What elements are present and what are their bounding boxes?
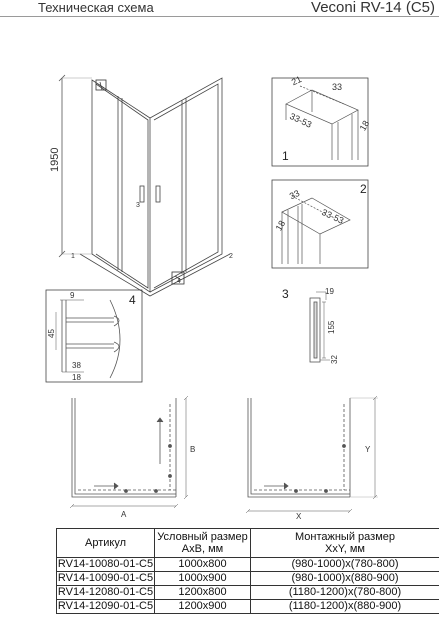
table-row: RV14-10090-01-C5 1000x900 (980-1000)x(88… bbox=[56, 571, 439, 586]
nominal-size-cell: 1200x900 bbox=[154, 599, 251, 614]
detail-2-frame bbox=[271, 179, 369, 269]
header-nominal-size: Условный размер AxB, мм bbox=[154, 528, 251, 558]
detail-2-dim-c: 18 bbox=[274, 219, 288, 233]
header-mounting-size: Монтажный размер XxY, мм bbox=[250, 528, 439, 558]
detail-3-dim-c: 32 bbox=[330, 355, 339, 364]
detail-2-dim-a: 33 bbox=[288, 188, 301, 201]
detail-4-dim-d: 18 bbox=[72, 373, 81, 382]
article-cell: RV14-10080-01-C5 bbox=[56, 557, 155, 572]
detail-4-frame bbox=[45, 289, 143, 383]
nominal-size-cell: 1000x800 bbox=[154, 557, 251, 572]
table-header-row: Артикул Условный размер AxB, мм Монтажны… bbox=[56, 528, 439, 558]
article-cell: RV14-10090-01-C5 bbox=[56, 571, 155, 586]
mounting-size-cell: (1180-1200)x(780-800) bbox=[250, 585, 439, 600]
header-divider bbox=[0, 16, 439, 17]
detail-3-handle-drawing bbox=[309, 291, 330, 363]
article-cell: RV14-12080-01-C5 bbox=[56, 585, 155, 600]
size-table: Артикул Условный размер AxB, мм Монтажны… bbox=[56, 528, 439, 614]
detail-2-dim-b: 33-53 bbox=[320, 207, 345, 226]
detail-4-dim-b: 45 bbox=[47, 329, 56, 338]
plan-left-width-label: A bbox=[121, 510, 127, 519]
plan-view-left bbox=[69, 395, 189, 509]
table-row: RV14-10080-01-C5 1000x800 (980-1000)x(78… bbox=[56, 557, 439, 572]
detail-1-frame bbox=[271, 77, 369, 167]
article-cell: RV14-12090-01-C5 bbox=[56, 599, 155, 614]
detail-2-number: 2 bbox=[360, 182, 367, 196]
document-title: Техническая схема bbox=[38, 0, 154, 15]
table-row: RV14-12080-01-C5 1200x800 (1180-1200)x(7… bbox=[56, 585, 439, 600]
detail-4-number: 4 bbox=[129, 293, 136, 307]
main-point-label-3: 3 bbox=[136, 202, 140, 209]
detail-3-dim-b: 155 bbox=[327, 320, 336, 334]
main-point-label-4: 4 bbox=[177, 278, 181, 285]
height-dimension-label: 1950 bbox=[49, 148, 61, 172]
plan-right-width-label: X bbox=[296, 512, 302, 521]
detail-1-number: 1 bbox=[282, 149, 289, 163]
model-name: Veconi RV-14 (C5) bbox=[311, 0, 435, 16]
plan-left-depth-label: B bbox=[190, 445, 195, 454]
plan-view-right bbox=[245, 395, 378, 514]
detail-1-dim-a: 21 bbox=[290, 74, 303, 87]
plan-right-depth-label: Y bbox=[365, 445, 371, 454]
mounting-size-cell: (1180-1200)x(880-900) bbox=[250, 599, 439, 614]
detail-4-dim-c: 38 bbox=[72, 361, 81, 370]
mounting-size-cell: (980-1000)x(780-800) bbox=[250, 557, 439, 572]
table-row: RV14-12090-01-C5 1200x900 (1180-1200)x(8… bbox=[56, 599, 439, 614]
mounting-size-cell: (980-1000)x(880-900) bbox=[250, 571, 439, 586]
header-article: Артикул bbox=[56, 528, 155, 558]
detail-4-dim-a: 9 bbox=[70, 291, 75, 300]
detail-1-dim-c: 33-53 bbox=[288, 111, 313, 130]
detail-1-dim-d: 18 bbox=[358, 119, 372, 133]
main-point-label-2: 2 bbox=[229, 253, 233, 260]
nominal-size-cell: 1000x900 bbox=[154, 571, 251, 586]
main-isometric-view bbox=[58, 74, 231, 297]
nominal-size-cell: 1200x800 bbox=[154, 585, 251, 600]
main-point-label-1: 1 bbox=[71, 253, 75, 260]
detail-1-dim-b: 33 bbox=[332, 82, 342, 92]
detail-3-number: 3 bbox=[282, 287, 289, 301]
detail-3-dim-a: 19 bbox=[325, 287, 334, 296]
